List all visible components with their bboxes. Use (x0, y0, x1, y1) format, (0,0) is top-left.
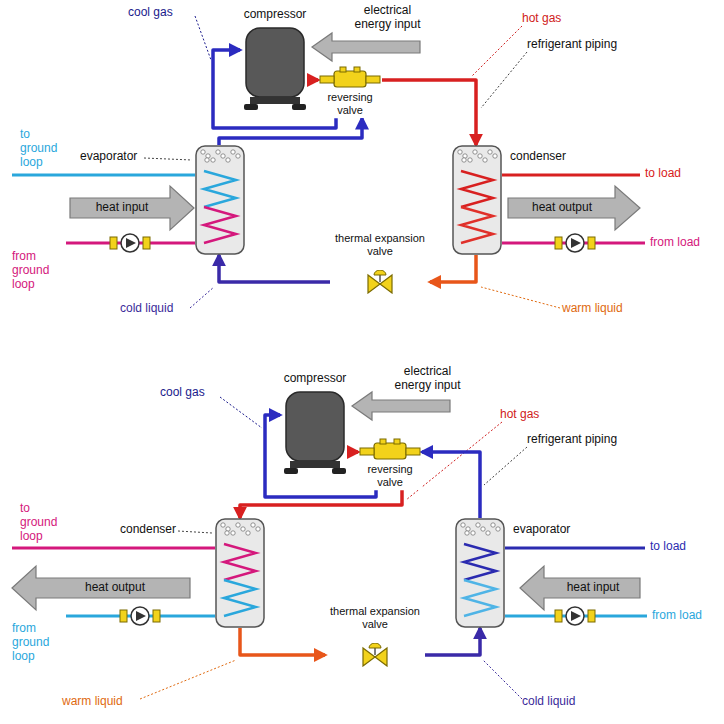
vessel-coil (195, 145, 245, 255)
callout-label: to ground loop (20, 128, 68, 169)
callout-label: heat output (512, 201, 612, 215)
callout-label: refrigerant piping (527, 38, 637, 52)
refrigerant-pipe (382, 80, 476, 145)
refrigerant-pipe (219, 255, 330, 282)
callout-label: heat input (78, 201, 166, 215)
callout-label: heat output (45, 581, 185, 595)
refrigerant-pipe (430, 255, 476, 282)
node-label: thermal expansion valve (325, 605, 425, 630)
node-label: reversing valve (318, 91, 382, 118)
heat-arrow (70, 186, 194, 230)
refrigerant-pipe (350, 450, 358, 454)
water-line (505, 547, 645, 550)
water-line (12, 174, 195, 177)
callout-label: heat input (548, 581, 638, 595)
callout-label: to load (650, 540, 716, 554)
callout-label: from load (650, 236, 720, 250)
callout-label: cool gas (160, 386, 230, 400)
heat-arrow (508, 186, 640, 230)
refrigerant-pipe (219, 118, 362, 145)
water-line (12, 547, 215, 550)
vessel-coil (452, 145, 502, 255)
callout-label: cold liquid (120, 302, 200, 316)
reversing-valve: reversing valve (358, 438, 422, 490)
refrigerant-pipe (425, 628, 480, 655)
heat-arrow (520, 566, 640, 610)
node-label: evaporator (80, 150, 137, 164)
node-label: condenser (120, 523, 176, 537)
node-label: condenser (510, 150, 566, 164)
callout-label: cool gas (128, 6, 198, 20)
callout-label: hot gas (522, 12, 582, 26)
vessel-coil (455, 518, 505, 628)
expansion-valve: thermal expansion valve (330, 232, 430, 294)
valve-symbol (318, 66, 382, 90)
pump-symbols (110, 234, 595, 625)
callout-label: to ground loop (20, 502, 68, 543)
compressor: compressor (240, 8, 310, 113)
heat-exchanger: evaporator (195, 145, 245, 255)
compressor-tank (280, 390, 350, 477)
compressor: compressor (280, 372, 350, 477)
callout-label: electrical energy input (345, 4, 430, 32)
refrigerant-pipe (310, 78, 318, 82)
valve-symbol (358, 438, 422, 462)
heat-exchanger: evaporator (455, 518, 505, 628)
power-arrow (312, 33, 420, 61)
callout-label: from load (652, 609, 718, 623)
heat-arrow (12, 566, 190, 610)
refrigerant-pipe (422, 452, 480, 518)
heat-exchanger: condenser (215, 518, 265, 628)
callout-label: cold liquid (522, 695, 612, 709)
node-label: thermal expansion valve (330, 232, 430, 257)
callout-label: to load (645, 167, 715, 181)
node-label: evaporator (513, 523, 570, 537)
callout-label: from ground loop (12, 622, 64, 663)
reversing-valve: reversing valve (318, 66, 382, 118)
callout-label: from ground loop (12, 250, 64, 291)
water-line (502, 174, 640, 177)
compressor-tank (240, 26, 310, 113)
valve-symbol (330, 270, 430, 294)
vessel-coil (215, 518, 265, 628)
power-arrow (352, 392, 450, 420)
callout-label: warm liquid (562, 302, 652, 316)
node-label: reversing valve (358, 463, 422, 490)
callout-label: warm liquid (62, 695, 152, 709)
valve-symbol (325, 643, 425, 667)
callout-label: refrigerant piping (527, 433, 637, 447)
heat-exchanger: condenser (452, 145, 502, 255)
refrigerant-pipe (240, 628, 325, 655)
node-label: compressor (280, 372, 350, 388)
callout-label: electrical energy input (385, 365, 470, 393)
expansion-valve: thermal expansion valve (325, 605, 425, 667)
node-label: compressor (240, 8, 310, 24)
callout-label: hot gas (500, 408, 560, 422)
